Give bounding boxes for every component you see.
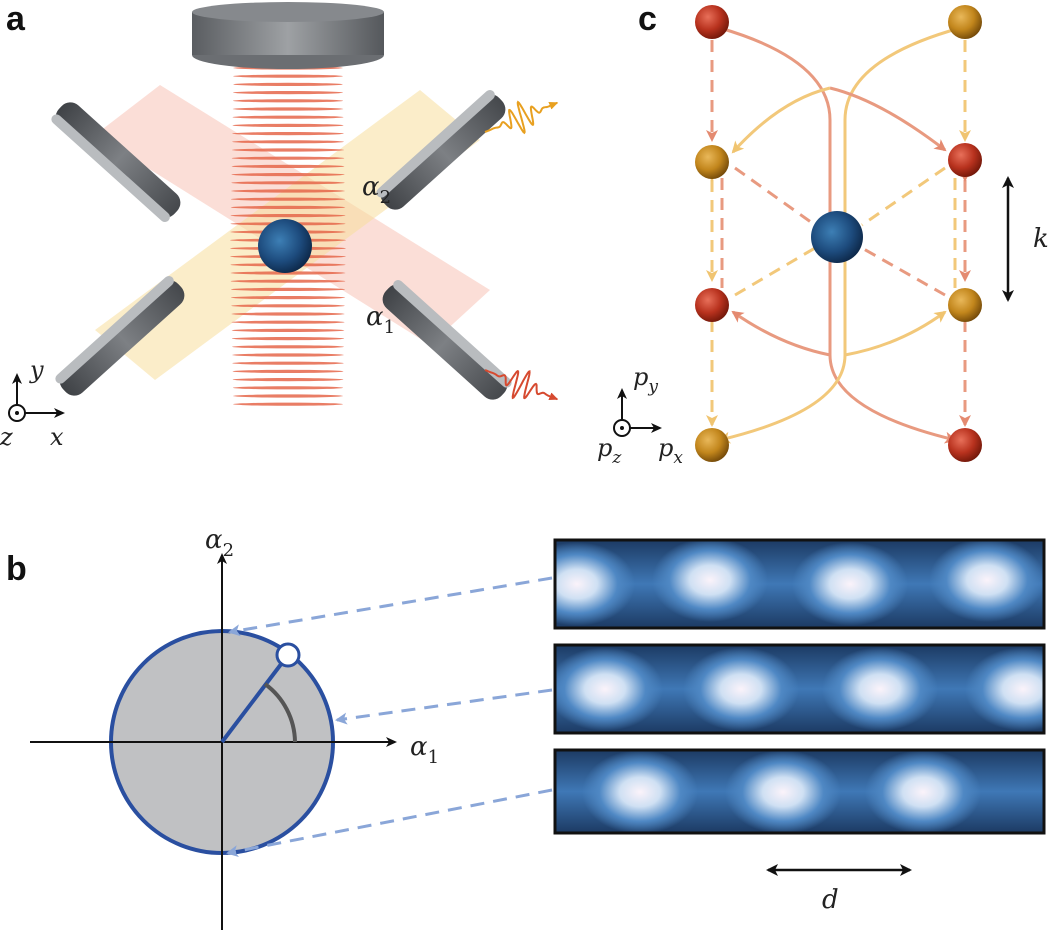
fringe-line <box>230 197 346 201</box>
fringe-line <box>231 156 345 160</box>
sphere-gold-bottom-left <box>695 428 729 462</box>
fringe-line <box>232 99 344 103</box>
alpha2-label: α2 <box>362 172 391 208</box>
fringe-line <box>230 214 346 218</box>
alpha2-axis-label: α2 <box>205 525 234 561</box>
fringe-line <box>233 82 343 86</box>
fringe-line <box>231 320 345 324</box>
fringe-line <box>231 312 345 316</box>
lattice-image-3 <box>553 748 1046 835</box>
axis-x-label: x <box>50 423 64 451</box>
py-label: py <box>633 363 658 397</box>
panel-c: c <box>597 0 1049 468</box>
fringe-line <box>232 132 344 136</box>
lattice-image-1 <box>553 538 1046 630</box>
fringe-line <box>231 337 345 341</box>
dashed-transfer-paths <box>706 40 971 427</box>
xyz-axes: y x z <box>0 356 65 451</box>
phase-vector <box>220 653 290 744</box>
sphere-gold-lower-right <box>948 288 982 322</box>
lattice-spot <box>822 647 938 731</box>
lattice-spot <box>792 542 908 626</box>
panel-a: a α2 α1 <box>0 0 559 451</box>
emitted-photon-yellow-icon <box>484 100 559 135</box>
panel-b-label: b <box>6 550 27 588</box>
fringe-line <box>231 173 345 177</box>
mirror-lower-left <box>55 275 185 396</box>
fringe-line <box>232 369 344 373</box>
sphere-red-lower-left <box>695 288 729 322</box>
lattice-spot <box>865 750 981 833</box>
fringe-line <box>230 279 346 283</box>
momentum-axes: py px pz <box>597 363 683 468</box>
fringe-line <box>230 271 346 275</box>
fringe-line <box>231 189 345 193</box>
fringe-line <box>233 394 343 398</box>
fringe-line <box>231 296 345 300</box>
fringe-line <box>232 140 344 144</box>
fringe-line <box>230 205 346 209</box>
lattice-spot <box>555 542 635 626</box>
fringe-line <box>233 74 343 78</box>
sphere-red-bottom-right <box>948 428 982 462</box>
top-mirror <box>192 2 384 69</box>
alpha1-axis-label: α1 <box>410 732 439 768</box>
fringe-line <box>231 328 345 332</box>
fringe-line <box>232 361 344 365</box>
fringe-line <box>231 164 345 168</box>
fringe-line <box>231 148 345 152</box>
pz-label: pz <box>597 434 622 468</box>
sphere-red-top-left <box>695 5 729 39</box>
phase-point-marker <box>275 642 301 668</box>
lattice-spot <box>965 647 1044 731</box>
fringe-line <box>232 353 344 357</box>
lattice-spot <box>725 750 841 833</box>
lattice-spot <box>582 750 698 833</box>
lattice-spot <box>555 647 663 731</box>
panel-a-label: a <box>6 0 26 38</box>
fringe-line <box>233 402 343 406</box>
fringe-line <box>232 345 344 349</box>
fringe-line <box>231 304 345 308</box>
lattice-spot <box>652 540 768 622</box>
mirror-upper-right <box>376 89 506 210</box>
fringe-line <box>232 386 344 390</box>
sphere-gold-top-right <box>948 5 982 39</box>
sphere-gold-mid-left <box>695 145 729 179</box>
fringe-line <box>230 287 346 291</box>
atom-sphere <box>258 219 312 273</box>
mirror-upper-left <box>51 102 181 223</box>
k-label: k <box>1033 224 1049 254</box>
mirror-lower-right <box>382 279 512 400</box>
d-label: d <box>822 885 839 915</box>
fringe-line <box>232 115 344 119</box>
fringe-line <box>232 378 344 382</box>
atom-sphere-center <box>811 211 863 263</box>
axis-y-label: y <box>29 356 44 384</box>
fringe-line <box>232 123 344 127</box>
momentum-transfer-paths <box>708 19 972 444</box>
px-label: px <box>658 434 683 468</box>
lattice-spot <box>929 540 1044 622</box>
mapping-arrows <box>226 576 553 857</box>
phase-angle-arc <box>263 682 297 743</box>
panel-b: b α1 α2 d <box>6 525 1046 930</box>
emitted-photon-red-icon <box>484 369 559 401</box>
fringe-line <box>231 181 345 185</box>
fringe-line <box>232 107 344 111</box>
fringe-line <box>233 91 343 95</box>
axis-z-label: z <box>0 423 13 451</box>
lattice-spot <box>683 647 799 731</box>
panel-c-label: c <box>638 0 657 38</box>
alpha1-label: α1 <box>366 302 395 338</box>
sphere-red-mid-right <box>948 143 982 177</box>
lattice-image-2 <box>553 643 1046 735</box>
